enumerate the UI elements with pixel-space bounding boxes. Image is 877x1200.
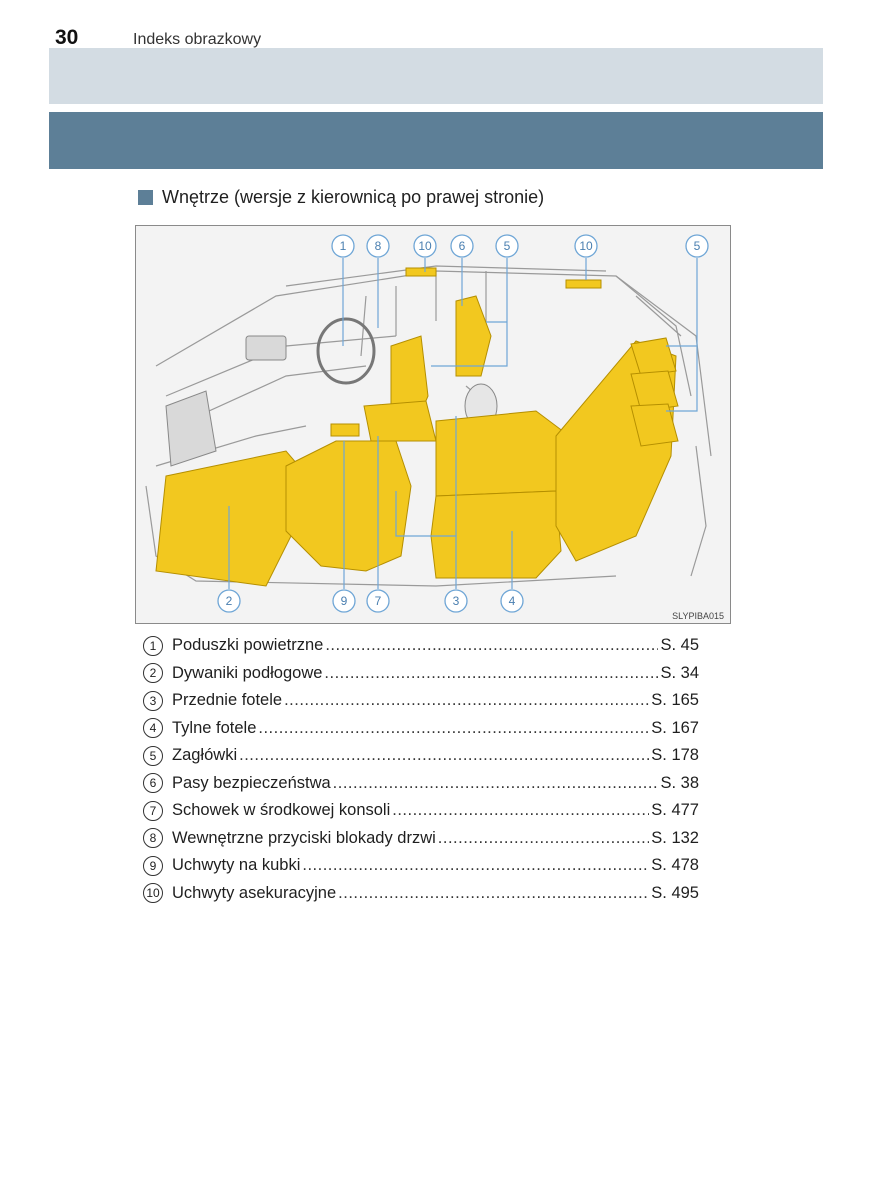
- item-label: Schowek w środkowej konsoli: [172, 801, 391, 820]
- item-label: Przednie fotele: [172, 691, 283, 710]
- item-page: S. 495: [651, 883, 699, 902]
- item-number: 7: [143, 800, 163, 821]
- header-bar: [49, 48, 823, 104]
- item-page: S. 45: [660, 636, 699, 655]
- item-page: S. 178: [651, 746, 699, 765]
- callout-9: 9: [341, 594, 348, 608]
- item-page: S. 38: [660, 773, 699, 792]
- header-band: [49, 112, 823, 169]
- item-page: S. 477: [651, 801, 699, 820]
- leader-dots: ........................................…: [239, 746, 649, 765]
- leader-dots: ........................................…: [325, 636, 659, 655]
- item-number: 4: [143, 718, 163, 739]
- item-number: 10: [143, 883, 163, 904]
- callout-6: 6: [459, 239, 466, 253]
- callout-2: 2: [226, 594, 233, 608]
- callout-3: 3: [453, 594, 460, 608]
- leader-dots: ........................................…: [338, 883, 649, 902]
- list-item: 9 Uchwyty na kubki .....................…: [143, 852, 699, 880]
- item-page: S. 167: [651, 718, 699, 737]
- interior-illustration: 1 8 10 6 5 10 5 2 9 7 3 4 SLYPIBA015: [135, 225, 731, 624]
- leader-dots: ........................................…: [284, 691, 650, 710]
- index-list: 1 Poduszki powietrzne ..................…: [143, 632, 699, 907]
- item-label: Uchwyty asekuracyjne: [172, 883, 337, 902]
- item-label: Poduszki powietrzne: [172, 636, 324, 655]
- leader-dots: ........................................…: [437, 828, 649, 847]
- item-page: S. 478: [651, 856, 699, 875]
- callout-8: 8: [375, 239, 382, 253]
- item-number: 6: [143, 773, 163, 794]
- item-label: Pasy bezpieczeństwa: [172, 773, 331, 792]
- item-label: Wewnętrzne przyciski blokady drzwi: [172, 828, 436, 847]
- list-item: 1 Poduszki powietrzne ..................…: [143, 632, 699, 660]
- page-number: 30: [55, 26, 79, 49]
- item-page: S. 165: [651, 691, 699, 710]
- leader-dots: ........................................…: [302, 856, 649, 875]
- list-item: 8 Wewnętrzne przyciski blokady drzwi ...…: [143, 825, 699, 853]
- callout-5-b: 5: [694, 239, 701, 253]
- section-title-text: Wnętrze (wersje z kierownicą po prawej s…: [162, 187, 545, 207]
- list-item: 5 Zagłówki .............................…: [143, 742, 699, 770]
- leader-dots: ........................................…: [258, 718, 649, 737]
- callout-10-a: 10: [418, 239, 432, 253]
- figure-code: SLYPIBA015: [672, 611, 724, 621]
- item-number: 8: [143, 828, 163, 849]
- item-label: Tylne fotele: [172, 718, 257, 737]
- callout-7: 7: [375, 594, 382, 608]
- callout-4: 4: [509, 594, 516, 608]
- list-item: 7 Schowek w środkowej konsoli ..........…: [143, 797, 699, 825]
- leader-dots: ........................................…: [324, 663, 659, 682]
- item-number: 2: [143, 663, 163, 684]
- item-page: S. 34: [660, 663, 699, 682]
- item-number: 3: [143, 690, 163, 711]
- leader-dots: ........................................…: [332, 773, 659, 792]
- item-label: Zagłówki: [172, 746, 238, 765]
- list-item: 10 Uchwyty asekuracyjne ................…: [143, 880, 699, 908]
- item-number: 1: [143, 635, 163, 656]
- item-page: S. 132: [651, 828, 699, 847]
- interior-drawing: 1 8 10 6 5 10 5 2 9 7 3 4: [145, 234, 712, 613]
- header-title: Indeks obrazkowy: [133, 31, 262, 48]
- list-item: 3 Przednie fotele ......................…: [143, 687, 699, 715]
- list-item: 6 Pasy bezpieczeństwa ..................…: [143, 770, 699, 798]
- list-item: 2 Dywaniki podłogowe ...................…: [143, 660, 699, 688]
- item-label: Uchwyty na kubki: [172, 856, 301, 875]
- square-bullet-icon: [138, 190, 153, 205]
- list-item: 4 Tylne fotele .........................…: [143, 715, 699, 743]
- item-number: 5: [143, 745, 163, 766]
- item-number: 9: [143, 855, 163, 876]
- leader-dots: ........................................…: [392, 801, 650, 820]
- callout-10-b: 10: [579, 239, 593, 253]
- item-label: Dywaniki podłogowe: [172, 663, 323, 682]
- callout-1: 1: [340, 239, 347, 253]
- section-title: Wnętrze (wersje z kierownicą po prawej s…: [138, 187, 544, 208]
- callout-5-a: 5: [504, 239, 511, 253]
